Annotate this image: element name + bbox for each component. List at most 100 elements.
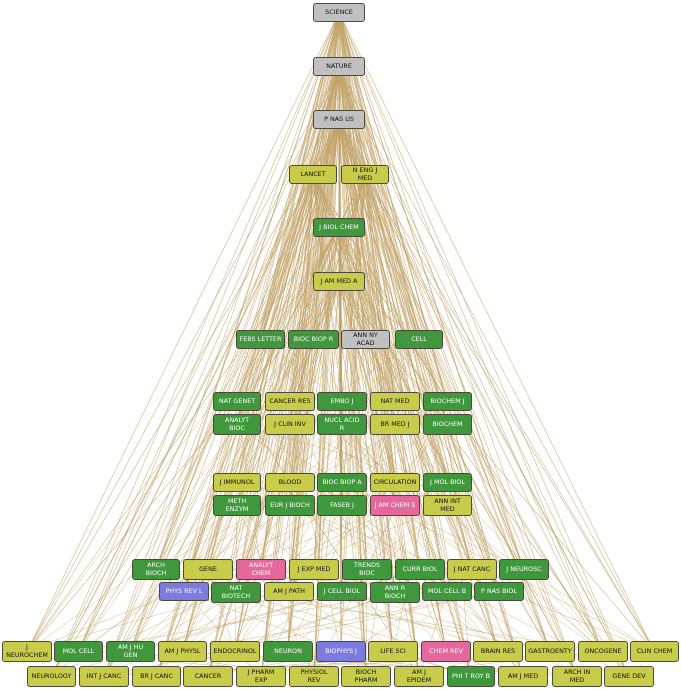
citation-edge — [364, 174, 525, 570]
citation-edge — [341, 339, 366, 483]
journal-node-trendsbioc[interactable]: TRENDS BIOC — [342, 559, 392, 580]
journal-node-currbiol[interactable]: CURR BIOL — [395, 559, 445, 580]
journal-node-lifesci[interactable]: LIFE SCI — [368, 641, 418, 662]
journal-node-natgenet[interactable]: NAT GENET — [213, 392, 261, 411]
journal-node-nengjmed[interactable]: N ENG J MED — [341, 165, 389, 184]
journal-node-blood[interactable]: BLOOD — [265, 473, 315, 492]
journal-node-brainres[interactable]: BRAIN RES — [473, 641, 523, 662]
journal-node-analytbioc[interactable]: ANALYT BIOC — [213, 414, 261, 435]
journal-node-archinmed[interactable]: ARCH IN MED — [552, 666, 602, 687]
journal-node-amjhugen[interactable]: AM J HU GEN — [106, 641, 155, 662]
citation-edge — [394, 401, 630, 677]
journal-node-jamchems[interactable]: J AM CHEM S — [370, 495, 420, 516]
citation-edge — [260, 227, 340, 340]
journal-node-jimmunol[interactable]: J IMMUNOL — [213, 473, 261, 492]
journal-node-chemrev[interactable]: CHEM REV — [421, 641, 471, 662]
citation-edge — [341, 424, 524, 677]
citation-edge — [338, 66, 551, 652]
journal-node-archbioch[interactable]: ARCH BIOCH — [132, 559, 180, 580]
journal-node-cell[interactable]: CELL — [395, 330, 443, 349]
citation-edge — [26, 119, 340, 652]
journal-node-cancerres[interactable]: CANCER RES — [265, 392, 315, 411]
journal-node-annintmed[interactable]: ANN INT MED — [423, 495, 472, 516]
journal-node-biochemj[interactable]: BIOCHEM J — [423, 392, 472, 411]
journal-node-physrevl[interactable]: PHYS REV L — [159, 582, 209, 601]
journal-node-jneurochem[interactable]: J NEUROCHEM — [2, 641, 52, 662]
journal-node-nature[interactable]: NATURE — [313, 57, 365, 76]
citation-edge — [155, 505, 238, 570]
citation-edge — [418, 591, 448, 677]
journal-node-annnyacad[interactable]: ANN NY ACAD — [341, 330, 390, 349]
journal-node-lancet[interactable]: LANCET — [289, 165, 337, 184]
journal-node-molcell[interactable]: MOL CELL — [54, 641, 103, 662]
journal-node-genedev[interactable]: GENE DEV — [604, 666, 654, 687]
journal-node-neurology[interactable]: NEUROLOGY — [27, 666, 76, 687]
journal-node-biophysj[interactable]: BIOPHYS J — [316, 641, 366, 662]
journal-node-amjmed[interactable]: AM J MED — [498, 666, 548, 687]
journal-node-biochpharm[interactable]: BIOCH PHARM — [341, 666, 391, 687]
journal-node-jneurosc[interactable]: J NEUROSC — [499, 559, 549, 580]
citation-edge — [207, 591, 290, 677]
journal-node-jcellbiol[interactable]: J CELL BIOL — [317, 582, 367, 601]
journal-node-amjepidem[interactable]: AM J EPIDEM — [394, 666, 444, 687]
citation-edge — [78, 424, 238, 652]
journal-node-methenzym[interactable]: METH ENZYM — [213, 495, 261, 516]
journal-node-jnatcanc[interactable]: J NAT CANC — [447, 559, 497, 580]
journal-node-endocrinol[interactable]: ENDOCRINOL — [210, 641, 260, 662]
citation-edge — [183, 591, 262, 677]
journal-node-science[interactable]: SCIENCE — [313, 3, 365, 22]
journal-node-natbiotech[interactable]: NAT BIOTECH — [211, 582, 261, 603]
citation-edge — [523, 569, 655, 652]
journal-node-jexpmed[interactable]: J EXP MED — [289, 559, 339, 580]
journal-node-jampath[interactable]: AM J PATH — [264, 582, 314, 601]
journal-node-jamameda[interactable]: J AM MED A — [313, 272, 365, 291]
journal-node-biocbiopa[interactable]: BIOC BIOP A — [317, 473, 367, 492]
journal-node-eurjbioch[interactable]: EUR J BIOCH — [265, 495, 315, 516]
journal-node-gene[interactable]: GENE — [183, 559, 233, 580]
journal-node-jpharmexp[interactable]: J PHARM EXP — [236, 666, 286, 687]
citation-edge — [260, 339, 396, 483]
journal-node-jbiolchem[interactable]: J BIOL CHEM — [313, 218, 365, 237]
journal-node-analytchem[interactable]: ANALYT CHEM — [236, 559, 286, 580]
journal-node-fasebj[interactable]: FASEB J — [317, 495, 367, 516]
journal-node-neuron[interactable]: NEURON — [263, 641, 313, 662]
citation-edge — [155, 174, 314, 570]
citation-edge — [207, 424, 396, 677]
journal-node-gastroenty[interactable]: GASTROENTY — [525, 641, 575, 662]
citation-edge — [338, 119, 655, 652]
citation-edge — [288, 174, 314, 592]
journal-node-pnasus[interactable]: P NAS US — [313, 110, 365, 129]
journal-node-oncogene[interactable]: ONCOGENE — [578, 641, 628, 662]
journal-node-nuclacidr[interactable]: NUCL ACID R — [317, 414, 367, 435]
journal-node-molcellb[interactable]: MOL CELL B — [422, 582, 472, 601]
citation-edge — [338, 281, 655, 652]
journal-node-intjcanc[interactable]: INT J CANC — [79, 666, 129, 687]
citation-edge — [447, 424, 551, 652]
citation-edge — [338, 12, 448, 425]
journal-node-jmolbiol[interactable]: J MOL BIOL — [423, 473, 472, 492]
journal-node-physiolrev[interactable]: PHYSIOL REV — [289, 666, 339, 687]
journal-node-biochem[interactable]: BIOCHEM — [423, 414, 472, 435]
citation-edge — [364, 174, 448, 592]
journal-node-brmedj[interactable]: BR MED J — [370, 414, 420, 435]
citation-edge — [236, 424, 655, 652]
journal-node-amjphysl[interactable]: AM J PHYSL — [158, 641, 207, 662]
journal-node-annrbioch[interactable]: ANN R BIOCH — [370, 582, 420, 603]
journal-node-cancer[interactable]: CANCER — [183, 666, 233, 687]
citation-edge — [103, 591, 500, 677]
journal-node-emboj[interactable]: EMBO J — [317, 392, 367, 411]
journal-node-brjcanc[interactable]: BR J CANC — [132, 666, 181, 687]
journal-node-febsletter[interactable]: FEBS LETTER — [236, 330, 285, 349]
citation-edge — [236, 401, 499, 652]
journal-node-biocbiopr[interactable]: BIOC BIOP R — [288, 330, 339, 349]
journal-node-jclininv[interactable]: J CLIN INV — [265, 414, 315, 435]
journal-node-natmed[interactable]: NAT MED — [370, 392, 420, 411]
journal-node-phitroyb[interactable]: PHI T ROY B — [447, 666, 495, 687]
citation-edge — [289, 281, 340, 483]
journal-node-clinchem[interactable]: CLIN CHEM — [630, 641, 679, 662]
citation-edge — [236, 424, 578, 677]
citation-edge — [130, 66, 340, 652]
journal-node-circulation[interactable]: CIRCULATION — [370, 473, 420, 492]
citation-edge — [338, 66, 604, 652]
journal-node-pnasbiol[interactable]: P NAS BIOL — [474, 582, 524, 601]
